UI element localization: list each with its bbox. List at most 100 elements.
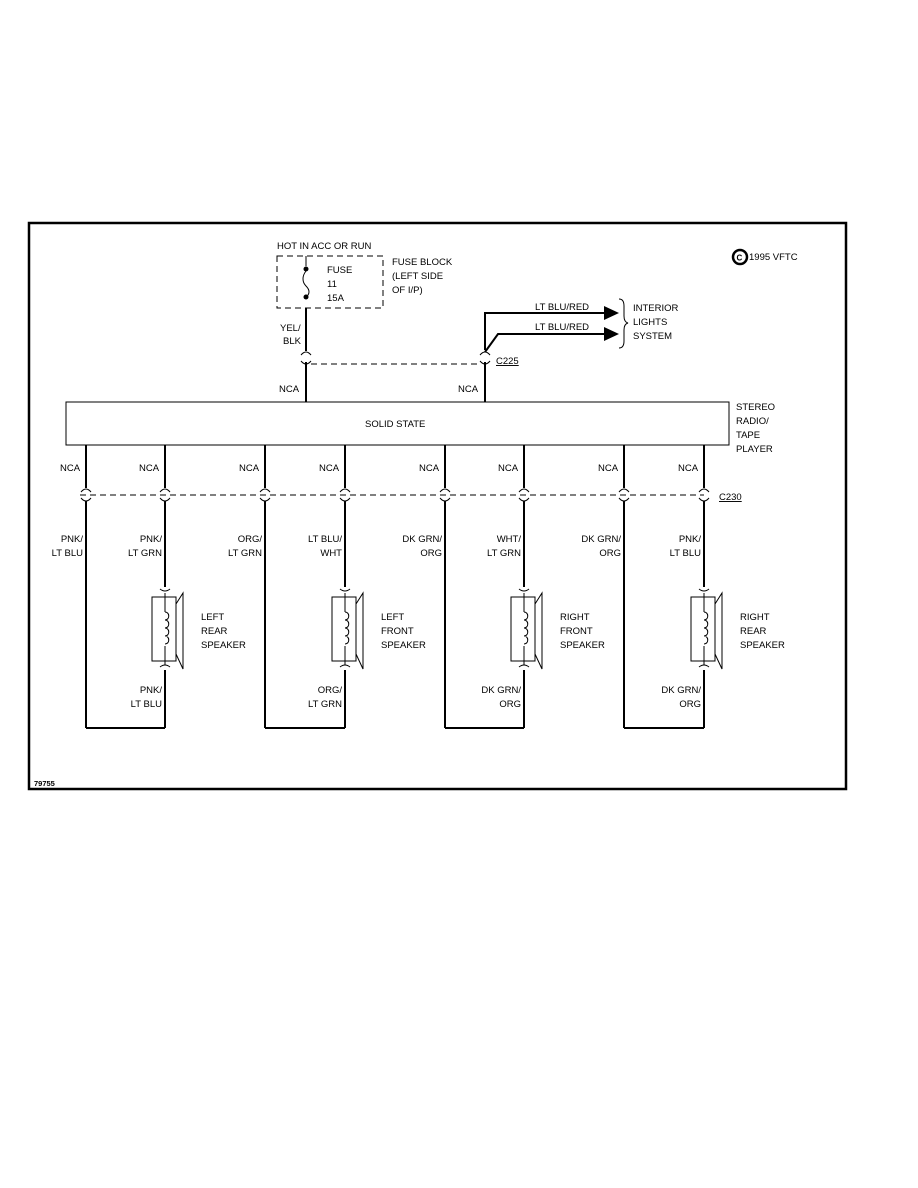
output-wire-2: NCA PNK/LT GRN [128, 445, 171, 559]
output-wire-label-1: DK GRN/ [581, 534, 621, 545]
output-nca-label: NCA [598, 463, 619, 474]
lights-wire-1 [484, 312, 604, 350]
speaker-return-label-1: ORG/ [318, 685, 343, 696]
radio-name-line-1: STEREO [736, 402, 775, 413]
radio-top-nca-right: NCA [458, 384, 479, 395]
output-wire-label-1: PNK/ [140, 534, 163, 545]
output-wire-label-2: LT BLU [52, 548, 83, 559]
lights-wire-2 [484, 333, 604, 353]
speaker-coil-icon [164, 611, 170, 645]
speaker-coil-icon [523, 611, 529, 645]
radio-name-line-4: PLAYER [736, 444, 773, 455]
speaker-2: LEFT FRONT SPEAKER ORG/LT GRN [264, 501, 426, 729]
fuse-block-line-3: OF I/P) [392, 285, 423, 296]
radio-name-line-2: RADIO/ [736, 416, 769, 427]
output-wire-label-2: LT GRN [128, 548, 162, 559]
speaker-name-line-2: FRONT [381, 626, 414, 637]
lights-system-line-2: LIGHTS [633, 317, 667, 328]
c225-label: C225 [496, 356, 519, 367]
output-nca-label: NCA [60, 463, 81, 474]
speaker-name-line-1: LEFT [201, 612, 224, 623]
figure-id: 79755 [34, 779, 55, 788]
output-wire-label-1: ORG/ [238, 534, 263, 545]
output-wire-1: NCA PNK/LT BLU [52, 445, 92, 559]
speaker-1: LEFT REAR SPEAKER PNK/LT BLU [85, 501, 246, 729]
lights-system-line-3: SYSTEM [633, 331, 672, 342]
speaker-return-label-1: PNK/ [140, 685, 163, 696]
speaker-name-line-1: LEFT [381, 612, 404, 623]
speaker-name-line-3: SPEAKER [201, 640, 246, 651]
output-wire-label-2: LT GRN [228, 548, 262, 559]
output-nca-label: NCA [498, 463, 519, 474]
speaker-name-line-1: RIGHT [740, 612, 770, 623]
speaker-cone-icon [355, 591, 364, 670]
output-wire-8: NCA PNK/LT BLU [670, 445, 710, 559]
output-wire-label-2: ORG [599, 548, 621, 559]
speaker-cone-icon [175, 591, 184, 670]
copyright-circle [731, 248, 749, 266]
copyright-text: 1995 VFTC [749, 252, 798, 263]
lights-wire-1-label: LT BLU/RED [535, 302, 589, 313]
output-wire-label-2: ORG [420, 548, 442, 559]
feed-wire-label-2: BLK [283, 336, 302, 347]
fuse-rating: 15A [327, 293, 345, 304]
speaker-pin-bottom [339, 664, 351, 668]
radio-body [65, 401, 730, 446]
speaker-coil-icon [703, 611, 709, 645]
lights-arrow-2 [604, 327, 619, 341]
speaker-cone-icon [714, 591, 723, 670]
speaker-pin-top [518, 588, 530, 592]
fuse-number: 11 [327, 279, 337, 290]
output-wire-label-1: PNK/ [61, 534, 84, 545]
speaker-return-label-1: DK GRN/ [481, 685, 521, 696]
speaker-pin-bottom [698, 664, 710, 668]
speaker-cone-icon [534, 591, 543, 670]
speaker-name-line-1: RIGHT [560, 612, 590, 623]
speaker-pin-bottom [518, 664, 530, 668]
output-wire-label-1: PNK/ [679, 534, 702, 545]
copyright-symbol: C [737, 254, 743, 263]
output-wire-label-2: LT GRN [487, 548, 521, 559]
output-wire-label-2: LT BLU [670, 548, 701, 559]
speaker-return-label-2: ORG [679, 699, 701, 710]
hot-in-acc-label: HOT IN ACC OR RUN [277, 241, 371, 252]
output-nca-label: NCA [139, 463, 160, 474]
lights-arrow-1 [604, 306, 619, 320]
speaker-return-label-2: LT GRN [308, 699, 342, 710]
fuse-symbol [302, 256, 310, 300]
speaker-name-line-3: SPEAKER [381, 640, 426, 651]
speaker-name-line-3: SPEAKER [560, 640, 605, 651]
speaker-box [331, 596, 357, 662]
speaker-pin-top [698, 588, 710, 592]
speaker-name-line-2: REAR [740, 626, 767, 637]
output-wire-label-2: WHT [320, 548, 342, 559]
output-nca-label: NCA [419, 463, 440, 474]
speaker-box [510, 596, 536, 662]
speaker-box [151, 596, 177, 662]
speaker-coil-icon [344, 611, 350, 645]
fuse-block-outline [276, 255, 384, 309]
output-nca-label: NCA [678, 463, 699, 474]
output-wire-3: NCA ORG/LT GRN [228, 445, 271, 559]
radio-body-text: SOLID STATE [365, 419, 425, 430]
feed-wire-label-1: YEL/ [280, 323, 301, 334]
speaker-name-line-2: REAR [201, 626, 228, 637]
speaker-return-label-2: LT BLU [131, 699, 162, 710]
speakers: LEFT REAR SPEAKER PNK/LT BLU LEFT FRONT SPEAKE… [85, 501, 785, 729]
speaker-name-line-3: SPEAKER [740, 640, 785, 651]
output-wire-label-1: LT BLU/ [308, 534, 342, 545]
fuse-block-line-2: (LEFT SIDE [392, 271, 443, 282]
output-wire-label-1: WHT/ [497, 534, 522, 545]
radio-name-line-3: TAPE [736, 430, 760, 441]
fuse-label: FUSE [327, 265, 352, 276]
lights-wire-2-label: LT BLU/RED [535, 322, 589, 333]
radio-top-nca-left: NCA [279, 384, 300, 395]
speaker-name-line-2: FRONT [560, 626, 593, 637]
output-nca-label: NCA [239, 463, 260, 474]
lights-brace [618, 298, 629, 349]
